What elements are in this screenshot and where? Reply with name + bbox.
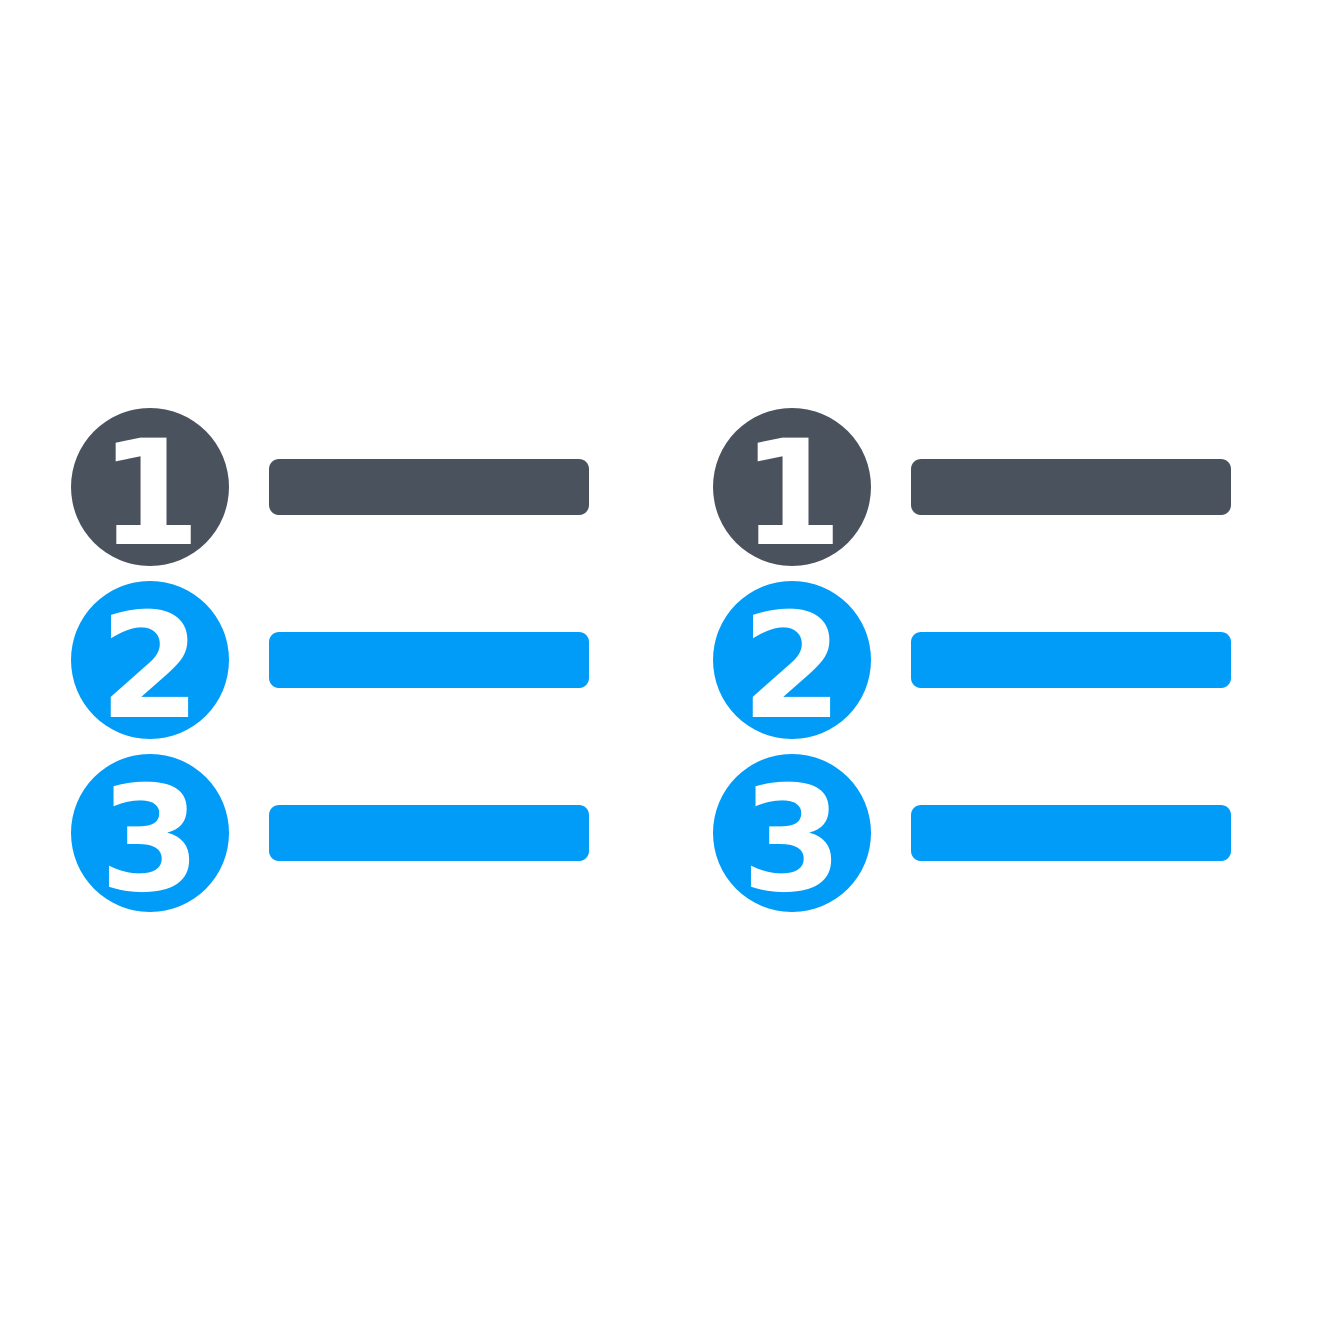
number-1-circle-icon: 1 bbox=[713, 408, 871, 579]
numbered-list-left-item-1: 1 bbox=[71, 408, 589, 579]
step-number-label: 1 bbox=[99, 409, 201, 579]
numbered-list-right-item-3: 3 bbox=[713, 754, 1231, 925]
number-1-circle-icon: 1 bbox=[71, 408, 229, 579]
list-line-bar bbox=[269, 632, 589, 688]
step-number-label: 2 bbox=[99, 582, 201, 752]
step-number-label: 2 bbox=[741, 582, 843, 752]
number-2-circle-icon: 2 bbox=[713, 581, 871, 752]
number-3-circle-icon: 3 bbox=[71, 754, 229, 925]
numbered-list-right-item-1: 1 bbox=[713, 408, 1231, 579]
list-line-bar bbox=[269, 805, 589, 861]
number-3-circle-icon: 3 bbox=[713, 754, 871, 925]
list-line-bar bbox=[269, 459, 589, 515]
number-2-circle-icon: 2 bbox=[71, 581, 229, 752]
step-number-label: 3 bbox=[99, 755, 201, 925]
list-line-bar bbox=[911, 632, 1231, 688]
numbered-list-left-item-3: 3 bbox=[71, 754, 589, 925]
numbered-list-left-item-2: 2 bbox=[71, 581, 589, 752]
step-number-label: 3 bbox=[741, 755, 843, 925]
numbered-list-right-item-2: 2 bbox=[713, 581, 1231, 752]
list-line-bar bbox=[911, 459, 1231, 515]
step-number-label: 1 bbox=[741, 409, 843, 579]
list-line-bar bbox=[911, 805, 1231, 861]
